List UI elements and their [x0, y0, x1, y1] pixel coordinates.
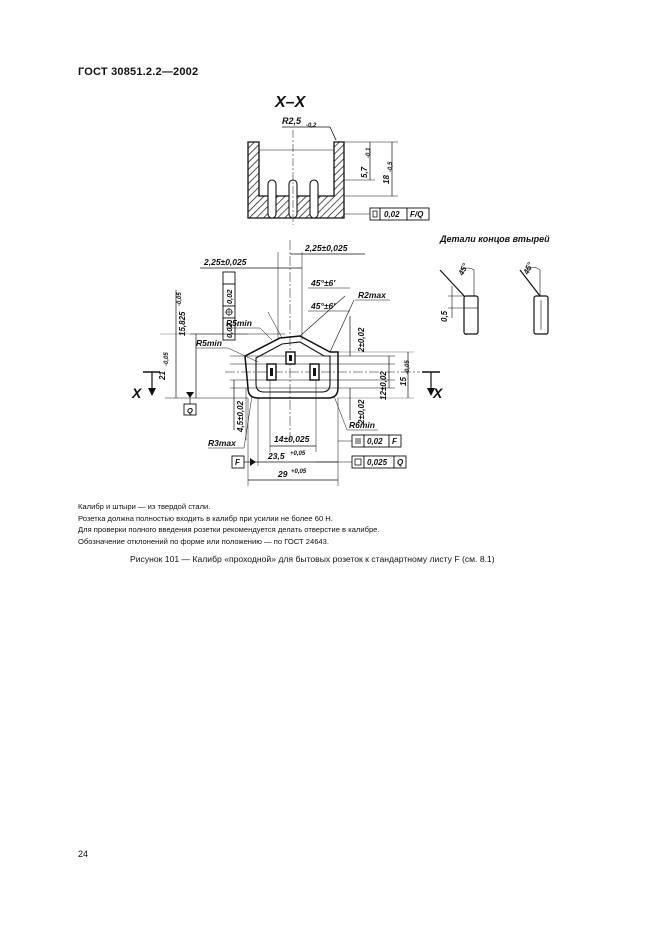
frame-left-b: 0,02 [225, 323, 234, 338]
r5min-b: R5min [196, 338, 222, 348]
section-label: X–X [274, 94, 307, 111]
cut-x-left: X [131, 385, 143, 401]
datum-f: F [235, 458, 241, 467]
frame-right-a-value: 0,02 [367, 437, 383, 446]
page-number: 24 [78, 849, 89, 859]
section-radius-label: R2,5 [282, 116, 302, 126]
note-line: Обозначение отклонений по форме или поло… [78, 536, 329, 546]
dim-15-825: 15,825 [178, 311, 187, 336]
dim-15: 15 [399, 377, 408, 386]
cut-x-right: X [432, 385, 444, 401]
dim-15-825-tol: -0,05 [177, 292, 183, 306]
pin-details: Детали концов втырей 45° 0,5 45° [439, 234, 550, 335]
frame-right-b-datum: Q [397, 458, 404, 467]
dim-21: 21 [158, 371, 167, 381]
dim-14: 14±0,025 [274, 434, 310, 444]
figure-caption: Рисунок 101 — Калибр «проходной» для быт… [130, 554, 495, 564]
note-line: Для проверки полного введения розетки ре… [78, 525, 380, 534]
note-line: Калибр и штыри — из твердой стали. [78, 502, 211, 511]
frame-left-a: 0,02 [225, 289, 234, 304]
dim-2-25-a: 2,25±0,025 [203, 257, 247, 267]
dim-15-tol: -0,05 [405, 360, 411, 374]
frame-right-a-datum: F [392, 437, 398, 446]
note-line: Розетка должна полностью входить в калиб… [78, 513, 333, 523]
r3max: R3max [208, 438, 237, 448]
dim-23-5: 23,5 [267, 451, 285, 461]
section-view: X–X R2,5 -0,2 5,7 -0,1 18 -0,5 0,02 F/Q [247, 94, 430, 225]
notes-block: Калибр и штыри — из твердой стали. Розет… [78, 501, 380, 547]
frame-top-datum: F/Q [410, 210, 424, 219]
r6min: R6min [349, 420, 375, 430]
frame-top-value: 0,02 [384, 210, 400, 219]
dim-29: 29 [277, 469, 288, 479]
dim-21-tol: -0,05 [164, 352, 170, 366]
r2max: R2max [358, 290, 387, 300]
dim-0-5: 0,5 [440, 310, 449, 322]
dim-18: 18 [382, 175, 391, 184]
dim-5-7: 5,7 [360, 166, 369, 178]
dim-18-tol: -0,5 [388, 161, 394, 172]
dim-23-5-tol: +0,05 [290, 451, 306, 457]
details-title: Детали концов втырей [439, 234, 550, 244]
dim-2-25-b: 2,25±0,025 [304, 243, 348, 253]
angle-45-a: 45°±6′ [310, 278, 336, 288]
section-radius-tol: -0,2 [306, 123, 317, 129]
dim-12: 12±0,02 [379, 371, 388, 400]
r5min-a: R5min [226, 318, 252, 328]
angle-45-b: 45°±6′ [310, 301, 336, 311]
dim-2-02-bot: 2±0,02 [357, 399, 366, 425]
technical-drawing: X–X R2,5 -0,2 5,7 -0,1 18 -0,5 0,02 F/Q [131, 94, 550, 486]
frame-right-b-value: 0,025 [367, 458, 388, 467]
angle-45-left: 45° [456, 261, 470, 277]
dim-4-5: 4,5±0,02 [236, 400, 245, 433]
plan-view: 2,25±0,025 2,25±0,025 45°±6′ 45°±6′ R2ma… [131, 240, 444, 486]
document-header: ГОСТ 30851.2.2—2002 [78, 66, 199, 78]
dim-5-7-tol: -0,1 [366, 147, 372, 158]
datum-q: Q [187, 406, 193, 415]
dim-2-02-top: 2±0,02 [357, 327, 366, 353]
dim-29-tol: +0,05 [291, 469, 307, 475]
